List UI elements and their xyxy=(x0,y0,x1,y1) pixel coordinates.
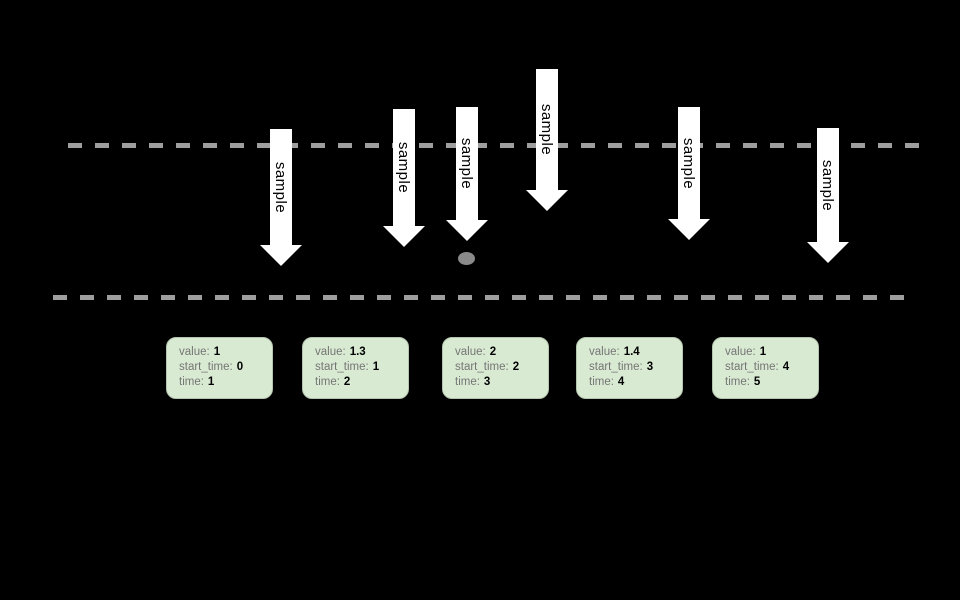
value-value: 1.4 xyxy=(623,346,640,358)
start-time-value: 3 xyxy=(646,361,654,373)
sample-arrow-1: sample xyxy=(260,129,302,266)
arrow-shaft: sample xyxy=(393,109,415,226)
sample-record-card-2: value:1.3 start_time:1 time:2 xyxy=(302,337,409,399)
arrow-shaft: sample xyxy=(270,129,292,245)
start-time-label: start_time: xyxy=(179,361,233,373)
start-time-row: start_time:0 xyxy=(179,360,272,375)
sample-arrow-2: sample xyxy=(383,109,425,247)
arrow-label: sample xyxy=(680,137,698,189)
start-time-label: start_time: xyxy=(315,361,369,373)
value-label: value: xyxy=(589,346,620,358)
arrow-shaft: sample xyxy=(536,69,558,190)
start-time-row: start_time:2 xyxy=(455,360,548,375)
arrow-shaft: sample xyxy=(817,128,839,242)
lower-dashed-line xyxy=(53,295,909,300)
time-value: 2 xyxy=(343,376,351,388)
start-time-value: 2 xyxy=(512,361,520,373)
sample-point-dot xyxy=(458,252,475,265)
arrow-label: sample xyxy=(272,161,290,213)
sample-arrow-6: sample xyxy=(807,128,849,263)
time-value: 4 xyxy=(617,376,625,388)
arrow-label: sample xyxy=(538,103,556,156)
value-row: value:1 xyxy=(725,345,818,360)
value-row: value:1.4 xyxy=(589,345,682,360)
time-value: 1 xyxy=(207,376,215,388)
value-label: value: xyxy=(455,346,486,358)
start-time-row: start_time:1 xyxy=(315,360,408,375)
start-time-label: start_time: xyxy=(589,361,643,373)
start-time-value: 4 xyxy=(782,361,790,373)
start-time-value: 1 xyxy=(372,361,380,373)
time-value: 3 xyxy=(483,376,491,388)
sample-arrow-4: sample xyxy=(526,69,568,211)
sample-record-card-1: value:1 start_time:0 time:1 xyxy=(166,337,273,399)
value-label: value: xyxy=(315,346,346,358)
arrow-head-icon xyxy=(668,219,710,240)
sample-record-card-4: value:1.4 start_time:3 time:4 xyxy=(576,337,683,399)
sample-arrow-3: sample xyxy=(446,107,488,241)
time-row: time:5 xyxy=(725,375,818,390)
arrow-head-icon xyxy=(807,242,849,263)
value-row: value:1 xyxy=(179,345,272,360)
upper-dashed-line xyxy=(68,143,932,148)
time-label: time: xyxy=(315,376,340,388)
time-row: time:3 xyxy=(455,375,548,390)
time-label: time: xyxy=(725,376,750,388)
value-label: value: xyxy=(725,346,756,358)
arrow-head-icon xyxy=(383,226,425,247)
time-label: time: xyxy=(589,376,614,388)
arrow-label: sample xyxy=(458,137,476,190)
arrow-head-icon xyxy=(526,190,568,211)
time-row: time:4 xyxy=(589,375,682,390)
value-label: value: xyxy=(179,346,210,358)
start-time-row: start_time:4 xyxy=(725,360,818,375)
value-value: 1 xyxy=(213,346,221,358)
arrow-shaft: sample xyxy=(456,107,478,220)
value-value: 1.3 xyxy=(349,346,366,358)
value-row: value:1.3 xyxy=(315,345,408,360)
time-value: 5 xyxy=(753,376,761,388)
arrow-shaft: sample xyxy=(678,107,700,219)
arrow-label: sample xyxy=(395,141,413,194)
start-time-label: start_time: xyxy=(725,361,779,373)
start-time-row: start_time:3 xyxy=(589,360,682,375)
time-label: time: xyxy=(179,376,204,388)
sample-arrow-5: sample xyxy=(668,107,710,240)
arrow-label: sample xyxy=(819,159,837,211)
sample-record-card-5: value:1 start_time:4 time:5 xyxy=(712,337,819,399)
value-value: 1 xyxy=(759,346,767,358)
time-row: time:2 xyxy=(315,375,408,390)
arrow-head-icon xyxy=(446,220,488,241)
arrow-head-icon xyxy=(260,245,302,266)
value-row: value:2 xyxy=(455,345,548,360)
time-label: time: xyxy=(455,376,480,388)
time-row: time:1 xyxy=(179,375,272,390)
value-value: 2 xyxy=(489,346,497,358)
start-time-label: start_time: xyxy=(455,361,509,373)
start-time-value: 0 xyxy=(236,361,244,373)
sample-record-card-3: value:2 start_time:2 time:3 xyxy=(442,337,549,399)
